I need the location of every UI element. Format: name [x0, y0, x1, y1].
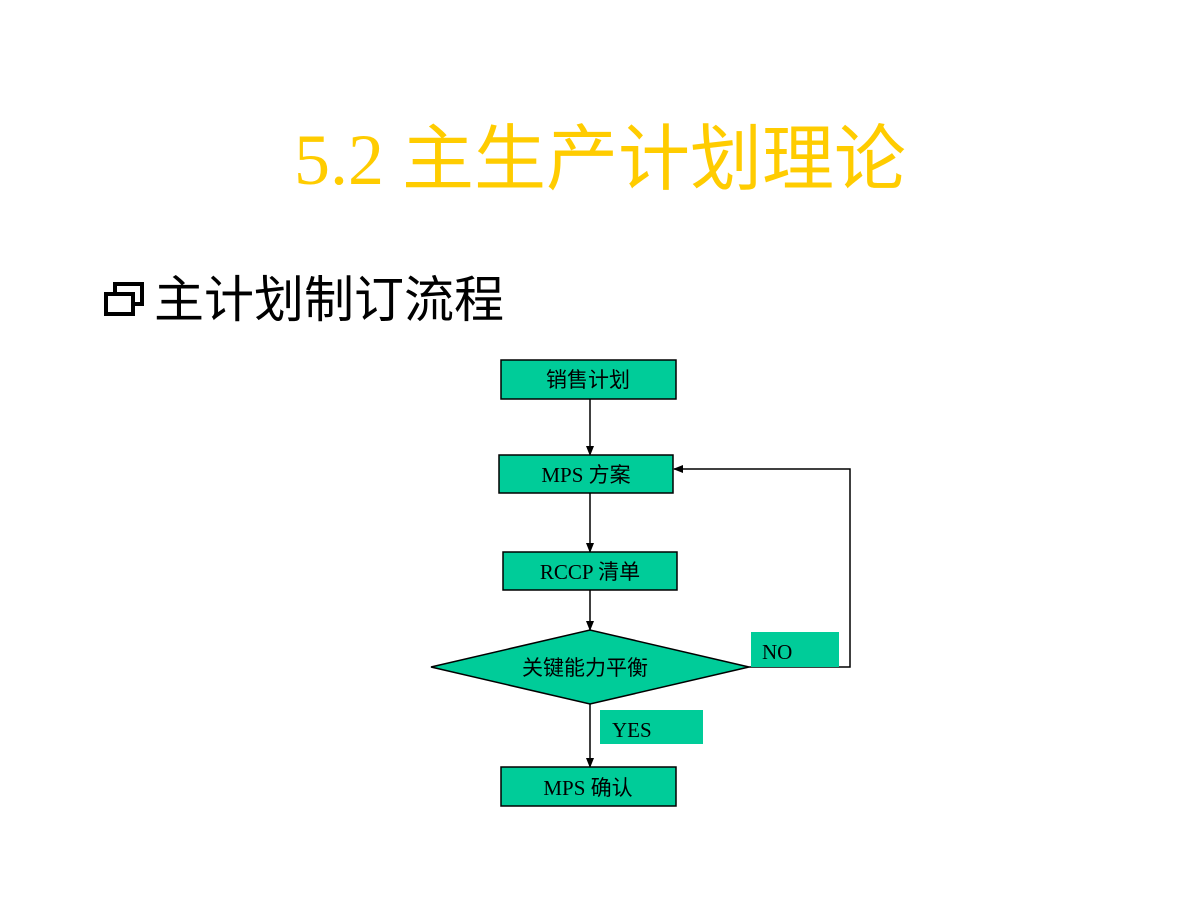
node-label: RCCP 清单: [540, 560, 640, 584]
node-label: MPS 方案: [541, 463, 630, 487]
svg-text:NO: NO: [762, 640, 792, 664]
windows-restore-icon: [104, 282, 144, 316]
node-sales-plan: 销售计划: [500, 359, 677, 400]
bullet-text: 主计划制订流程: [154, 272, 504, 328]
label-no: NO: [751, 632, 839, 667]
node-mps-confirm: MPS 确认: [500, 766, 677, 807]
node-label: 销售计划: [546, 368, 630, 392]
node-capacity-balance: 关键能力平衡: [430, 629, 750, 705]
node-mps-plan: MPS 方案: [498, 454, 674, 494]
slide-title: 5.2 主生产计划理论: [293, 120, 906, 200]
node-label: 关键能力平衡: [522, 656, 648, 680]
bullet-heading: 主计划制订流程: [104, 270, 504, 330]
svg-text:YES: YES: [612, 718, 652, 742]
node-rccp: RCCP 清单: [502, 551, 678, 591]
node-label: MPS 确认: [543, 776, 632, 800]
label-yes: YES: [600, 710, 703, 744]
